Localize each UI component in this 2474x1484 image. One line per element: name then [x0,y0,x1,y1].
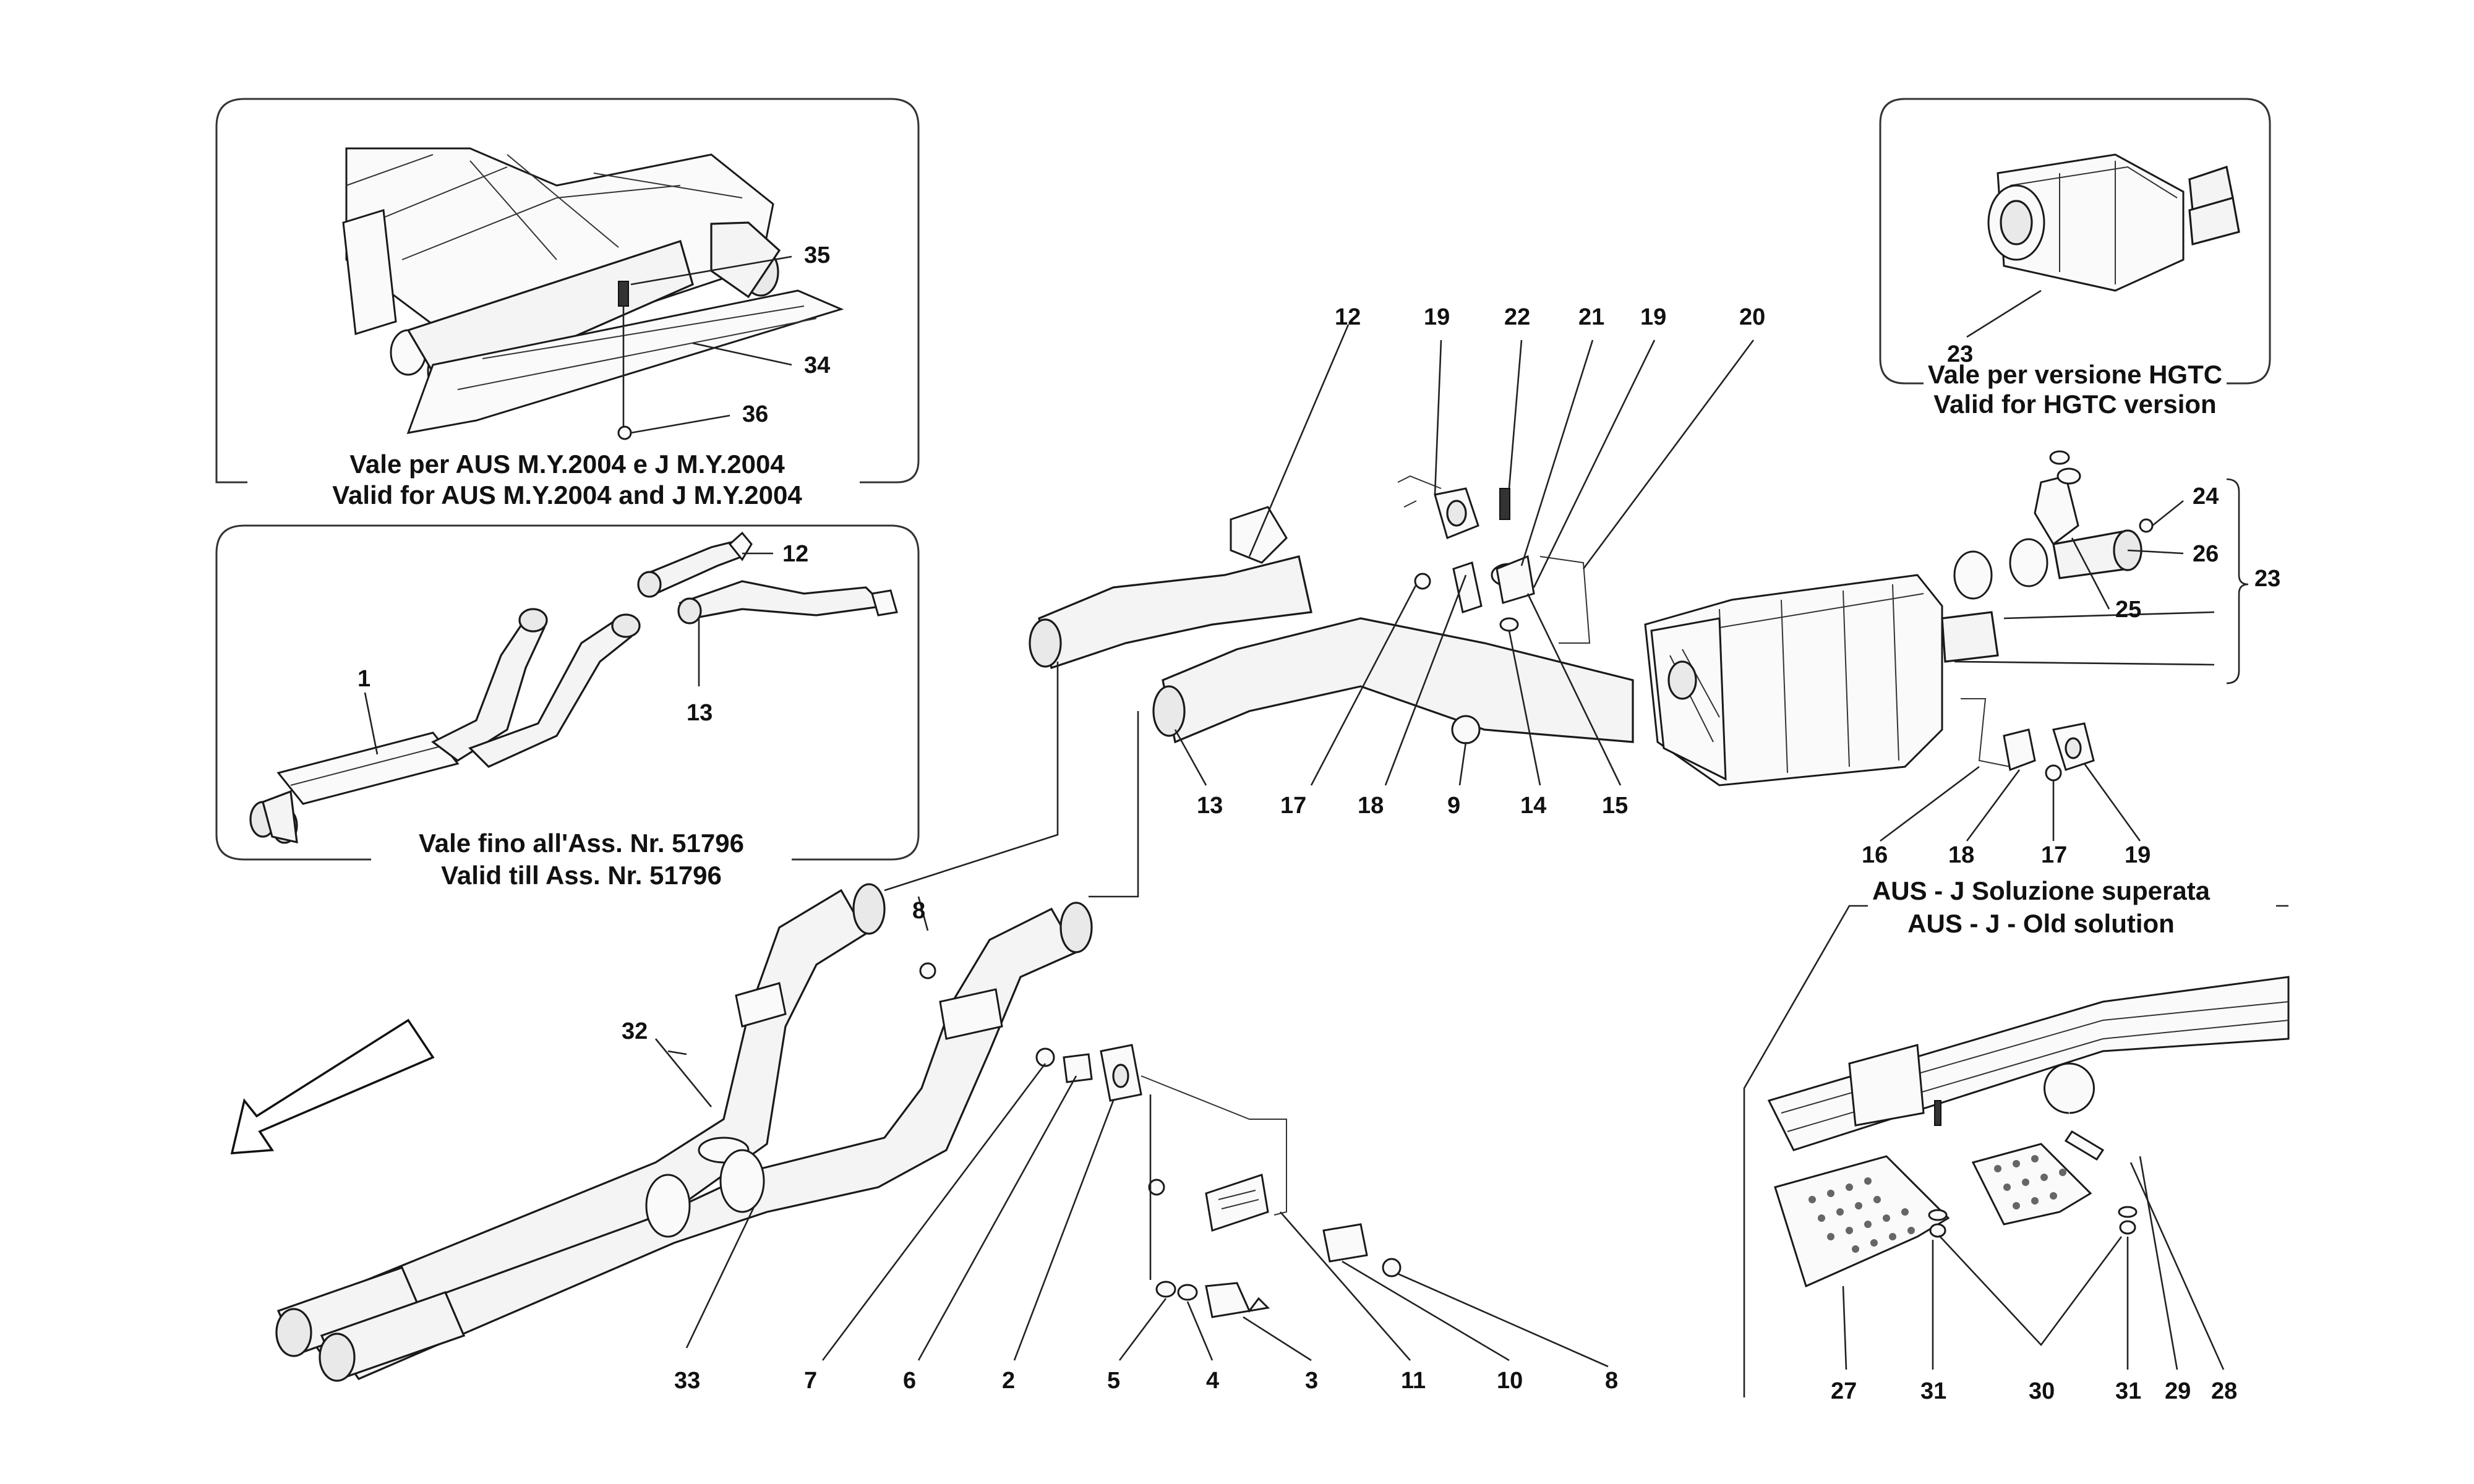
callout-10: 10 [1497,1368,1523,1394]
callout-8a: 8 [912,898,925,924]
inset-aus-frame [215,98,920,484]
callout-11: 11 [1401,1368,1426,1394]
callout-23: 23 [2254,566,2280,592]
inset-hgtc: 23 Vale per versione HGTC Valid for HGTC… [1879,98,2271,419]
callout-15: 15 [1602,793,1628,819]
inset-till-51796: 12 13 1 Vale fino all'Ass. Nr. 51796 Val… [215,524,920,890]
inset-aus-caption-1: Vale per AUS M.Y.2004 e J M.Y.2004 [349,450,785,479]
inset-callout-1: 1 [357,666,370,692]
callout-6: 6 [903,1368,916,1394]
callout-5: 5 [1107,1368,1120,1394]
callout-25: 25 [2115,597,2141,623]
inset-old-caption-2: AUS - J - Old solution [1907,909,2175,938]
callout-19a: 19 [1424,304,1450,330]
callout-27: 27 [1831,1378,1857,1404]
callout-30: 30 [2029,1378,2055,1404]
callout-7: 7 [804,1368,817,1394]
callout-35: 35 [804,242,830,268]
inset-till-caption-2: Valid till Ass. Nr. 51796 [441,861,722,890]
front-direction-arrow-icon [230,1018,435,1154]
main-silencer-assembly: 24 26 25 23 19 22 21 19 20 12 13 17 18 [1029,304,2280,868]
inset-callout-13: 13 [687,700,713,726]
callout-33: 33 [674,1368,700,1394]
inset-hgtc-caption-1: Vale per versione HGTC [1928,360,2222,389]
hgtc-silencer [1997,153,2185,292]
callout-20: 20 [1739,304,1765,330]
heat-shield-28 [1971,1143,2092,1226]
inset-till-caption-1: Vale fino all'Ass. Nr. 51796 [419,829,744,858]
callout-14: 14 [1520,793,1546,819]
inset-old-caption-1: AUS - J Soluzione superata [1872,876,2211,905]
pipe-12 [1038,555,1312,670]
inset-aus-caption-2: Valid for AUS M.Y.2004 and J M.Y.2004 [332,480,802,510]
callout-8b: 8 [1605,1368,1618,1394]
callout-13: 13 [1197,793,1223,819]
pipe-13 [1162,617,1634,744]
inset-callout-12: 12 [782,541,808,567]
heat-shield [406,289,844,434]
callout-4: 4 [1206,1368,1219,1394]
callout-22: 22 [1504,304,1530,330]
callout-2: 2 [1002,1368,1015,1394]
callout-24: 24 [2193,484,2219,510]
callout-31b: 31 [2115,1378,2141,1404]
callout-31a: 31 [1920,1378,1946,1404]
callout-28: 28 [2211,1378,2237,1404]
callout-18b: 18 [1948,842,1974,868]
heat-shield-27 [1774,1155,1950,1288]
callout-9: 9 [1447,793,1460,819]
main-front-pipes: 8 32 33 7 6 2 5 4 3 11 10 8 [230,662,1618,1394]
callout-19c: 19 [2125,842,2151,868]
callout-34: 34 [804,352,830,378]
silencer-1 [276,731,460,805]
callout-17: 17 [1280,793,1306,819]
inset-old-solution: AUS - J Soluzione superata AUS - J - Old… [1743,876,2290,1404]
callout-17b: 17 [2041,842,2067,868]
hgtc-callout-23: 23 [1947,341,1973,367]
callout-21: 21 [1578,304,1604,330]
callout-32: 32 [622,1018,648,1044]
callout-36: 36 [742,401,768,427]
callout-3: 3 [1305,1368,1318,1394]
inset-till-frame [215,524,920,861]
callout-26: 26 [2193,541,2219,567]
callout-19b: 19 [1640,304,1666,330]
callout-16: 16 [1862,842,1888,868]
inset-aus-my2004: 35 34 36 Vale per AUS M.Y.2004 e J M.Y.2… [215,98,920,510]
callout-12: 12 [1335,304,1361,330]
callout-18: 18 [1358,793,1384,819]
inset-hgtc-caption-2: Valid for HGTC version [1933,390,2216,419]
callout-29: 29 [2165,1378,2191,1404]
inset-hgtc-frame [1879,98,2271,385]
